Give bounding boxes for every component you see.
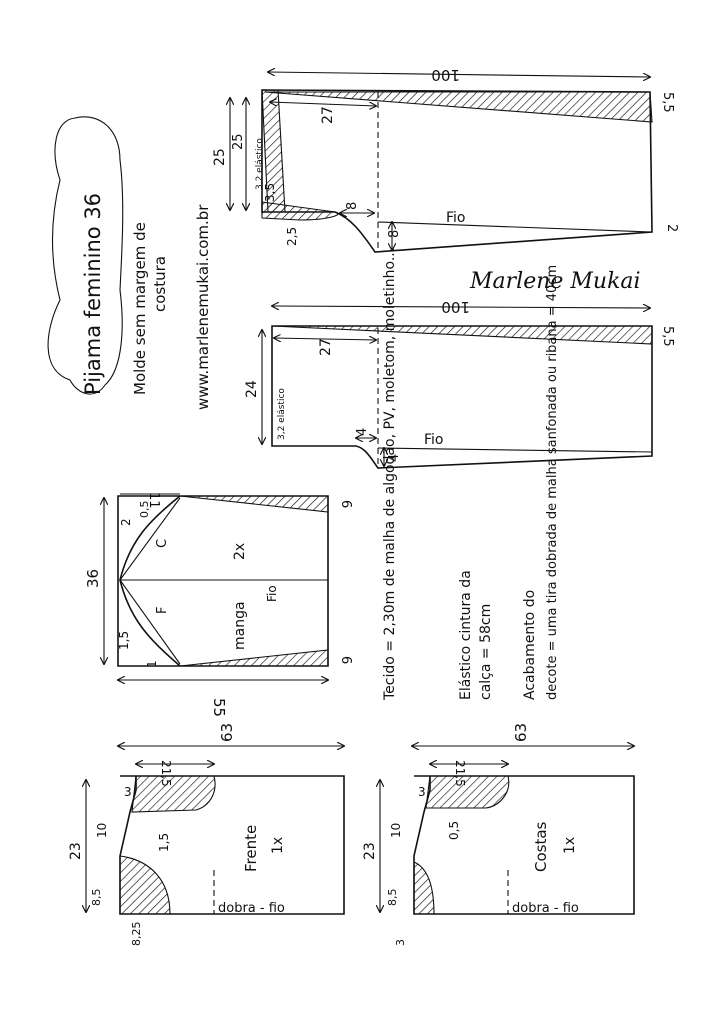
pants-back-hem-left-label: 5,5 (660, 92, 675, 113)
pants-front-rise-label: 24 (244, 380, 260, 398)
back-bodice-label: Costas (532, 821, 550, 872)
sleeve-curve-c1-label: 2 (119, 518, 133, 526)
front-bodice-pattern: Frente 1x 63 21,5 23 3 10 1,5 8,5 8,25 d… (68, 723, 345, 947)
pants-front-depth-arrow (274, 338, 376, 340)
pants-back-elastic-small-label: 3,5 (263, 183, 277, 202)
pants-back-rise-label: 25 (212, 148, 228, 166)
pants-back-crotch-ext-h-label: 8 (345, 202, 360, 210)
pants-back-pattern: 100 5,5 2 27 25 25 3,2 elástico 3,5 8 8 … (212, 66, 679, 253)
signature: Marlene Mukai (469, 269, 641, 294)
finish-note-text: decote = uma tira dobrada de malha sanfo… (545, 265, 560, 700)
sleeve-outline (117, 495, 329, 667)
pants-back-grain-label: Fio (446, 210, 466, 226)
page-subtitle-1: Molde sem margem de (131, 222, 149, 395)
elastic-note-value: calça = 58cm (478, 604, 494, 700)
front-bodice-neckdrop-label: 3 (124, 785, 132, 799)
back-bodice-shoulderlen-label: 10 (389, 823, 403, 838)
pants-back-rise-inner-label: 25 (231, 133, 246, 150)
front-bodice-count: 1x (270, 837, 286, 854)
sleeve-pattern: 36 55 11 6 6 2 0,5 1,5 1 C F 2x Fio mang… (84, 492, 353, 717)
sleeve-label-c: C (155, 539, 170, 548)
sleeve-hem-shape2-label: 6 (338, 656, 353, 664)
sleeve-cap-height-label: 11 (146, 492, 161, 509)
front-bodice-armhole-hatch (131, 775, 216, 813)
pants-back-elastic-label: 3,2 elástico (255, 138, 265, 190)
pants-front-hem-hatch (271, 325, 653, 345)
front-bodice-label: Frente (242, 825, 260, 872)
sleeve-name-label: manga (232, 601, 248, 650)
sleeve-curve-f2-label: 1 (145, 660, 159, 668)
sleeve-count-label: 2x (232, 543, 248, 560)
pants-front-elastic-label: 3,2 elástico (277, 388, 287, 440)
front-bodice-shoulder-label: 21,5 (159, 760, 173, 787)
pants-back-grain-line (377, 221, 653, 233)
pants-back-hem-right-label: 2 (664, 224, 679, 232)
notes-block: Tecido = 2,30m de malha de algodão, PV, … (382, 248, 560, 701)
sleeve-curve-c2-label: 0,5 (138, 501, 151, 519)
back-bodice-width-label: 23 (362, 842, 378, 860)
pants-front-length-label: 100 (441, 298, 470, 316)
pants-front-crotch-ext-h-label: 4 (355, 428, 370, 436)
front-bodice-shoulderlen-label: 10 (95, 823, 109, 838)
pants-back-length-arrow (268, 72, 650, 77)
title-frame (47, 116, 124, 395)
front-bodice-width-label: 23 (68, 842, 84, 860)
sleeve-length-label: 55 (210, 698, 228, 717)
sleeve-width-label: 36 (84, 569, 102, 588)
pants-front-depth-label: 27 (318, 338, 334, 356)
front-bodice-length-label: 63 (218, 723, 236, 742)
sleeve-grain-label: Fio (265, 585, 279, 602)
front-bodice-neck-hatch (119, 855, 171, 915)
pants-back-depth-arrow (270, 102, 376, 106)
back-bodice-pattern: Costas 1x 63 21,5 23 3 10 0,5 8,5 3 dobr… (362, 723, 635, 946)
back-bodice-neck-hatch (413, 861, 435, 915)
front-bodice-neckw-label: 8,5 (90, 889, 103, 907)
front-bodice-fold-label: dobra - fio (218, 901, 285, 916)
back-bodice-armhole-label: 0,5 (447, 821, 461, 840)
pants-front-crotch-ext-v-label: 4 (387, 454, 402, 462)
sleeve-hem-shape-label: 6 (338, 500, 353, 508)
pants-front-pattern: 100 5,5 27 24 3,2 elástico 4 4 Fio (244, 298, 675, 469)
sleeve-label-f: F (155, 607, 170, 614)
page-title: Pijama feminino 36 (81, 193, 105, 395)
fabric-note: Tecido = 2,30m de malha de algodão, PV, … (382, 248, 398, 701)
pants-back-depth-label: 27 (320, 106, 336, 124)
back-bodice-armhole-hatch (425, 775, 510, 809)
pants-back-waist-hatch (261, 89, 286, 213)
pants-back-length-label: 100 (431, 66, 460, 84)
back-bodice-count: 1x (562, 837, 578, 854)
back-bodice-length-label: 63 (512, 723, 530, 742)
back-bodice-neckw-label: 8,5 (386, 889, 399, 907)
finish-note-title: Acabamento do (522, 590, 538, 700)
elastic-note-title: Elástico cintura da (458, 570, 474, 700)
pants-front-grain-label: Fio (424, 432, 444, 448)
back-bodice-neckd-label: 3 (394, 939, 407, 946)
fabric-note-1: Tecido = 2,30m de malha de algodão, PV, … (382, 248, 398, 701)
sleeve-hem-hatch-top (179, 495, 329, 513)
front-bodice-armhole-label: 1,5 (157, 833, 171, 852)
front-bodice-neckd-label: 8,25 (130, 922, 143, 947)
back-bodice-shoulder-label: 21,5 (453, 760, 467, 787)
back-bodice-fold-label: dobra - fio (512, 901, 579, 916)
pants-back-crotch-ext-v-label: 8 (387, 230, 402, 238)
back-bodice-neckdrop-label: 3 (418, 785, 426, 799)
sleeve-hem-hatch-bottom (179, 649, 329, 667)
page-subtitle-2: costura (151, 256, 169, 312)
sleeve-curve-f1-label: 1,5 (117, 631, 131, 650)
pants-front-hem-label: 5,5 (660, 326, 675, 347)
pants-front-grain-line (377, 447, 653, 453)
header-block: Pijama feminino 36 Molde sem margem de c… (47, 116, 212, 410)
pants-front-length-arrow (272, 306, 650, 308)
website: www.marlenemukai.com.br (194, 204, 212, 410)
pants-front-outline (271, 325, 653, 469)
pants-back-crotch-offset-label: 2,5 (285, 227, 299, 246)
